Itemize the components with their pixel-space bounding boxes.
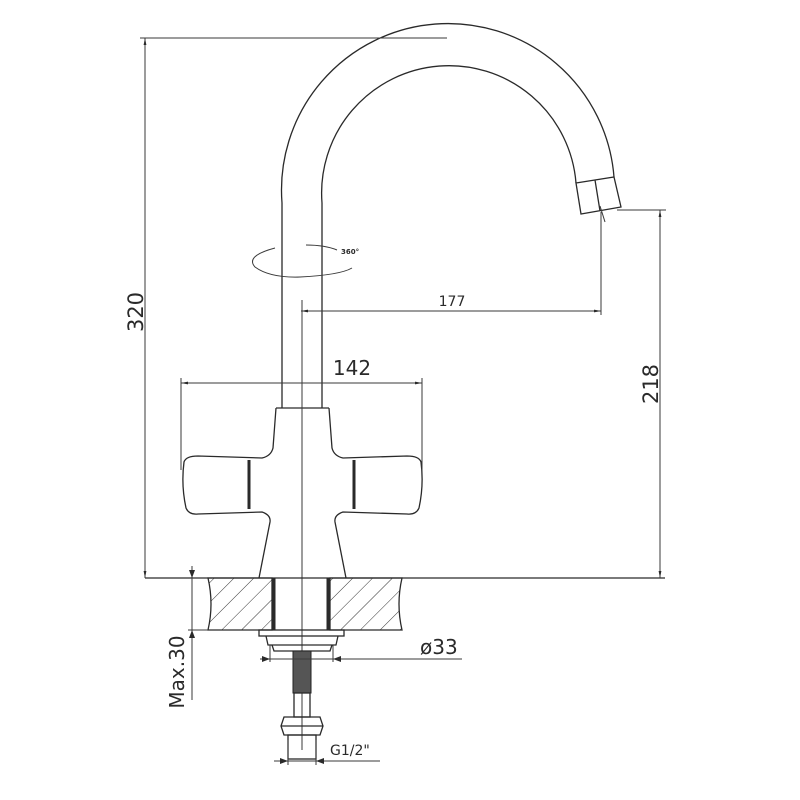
dimension-diameter-33: ø33	[260, 635, 462, 662]
dimension-label-177: 177	[439, 294, 466, 310]
spout	[280, 22, 622, 408]
dimension-thread: G1/2"	[274, 740, 380, 765]
aerator-nozzle	[575, 176, 622, 215]
dimension-142: 142	[180, 356, 423, 470]
rotation-label: 360°	[341, 248, 359, 256]
countertop-section	[145, 577, 665, 631]
dimension-label-max30: Max.30	[165, 635, 189, 708]
dimension-label-142: 142	[333, 356, 371, 380]
dimension-label-218: 218	[639, 364, 663, 404]
dimension-177: 177	[301, 205, 606, 315]
dimension-218: 218	[617, 209, 666, 578]
rotation-360-indicator: 360°	[252, 244, 359, 278]
dimension-label-thread: G1/2"	[330, 743, 370, 759]
dimension-label-33: ø33	[420, 635, 458, 659]
dimension-label-320: 320	[124, 292, 148, 332]
mounting-hardware	[258, 629, 345, 760]
dimension-320: 320	[124, 37, 447, 578]
dimension-max30: Max.30	[165, 566, 208, 709]
